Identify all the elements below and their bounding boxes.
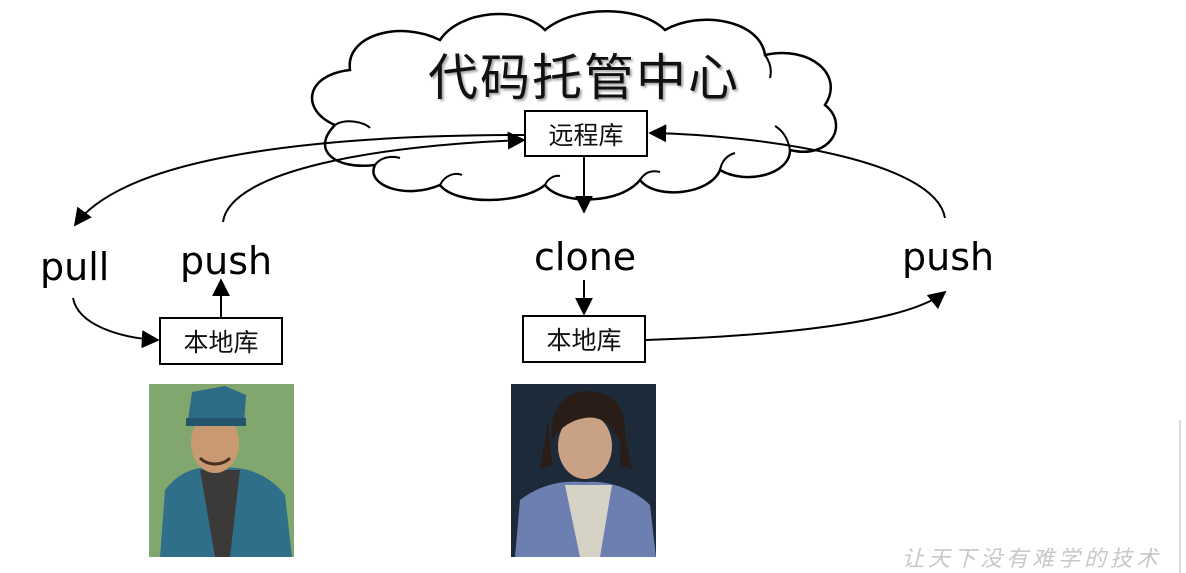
push-arrow-left-top <box>222 131 526 223</box>
pull-arrow-bottom <box>72 297 160 349</box>
remote-repo-label: 远程库 <box>548 120 624 150</box>
clone-label: clone <box>534 235 637 279</box>
local-repo-label-right: 本地库 <box>546 326 622 355</box>
pull-arrow-top <box>73 134 525 227</box>
local-repo-box-right: 本地库 <box>522 315 646 363</box>
push-label-left: push <box>180 239 273 283</box>
pull-label: pull <box>40 245 110 289</box>
push-arrow-right-top <box>648 124 946 219</box>
cloud-title: 代码托管中心 <box>428 49 740 107</box>
left-person-photo <box>149 384 294 557</box>
push-arrow-right-bottom <box>645 290 947 341</box>
push-label-right: push <box>902 235 995 279</box>
local-repo-box-left: 本地库 <box>159 317 283 365</box>
cloud-detail <box>334 54 791 186</box>
remote-repo-box: 远程库 <box>524 110 648 157</box>
local-repo-label-left: 本地库 <box>183 328 259 357</box>
cloud-shape <box>310 10 838 202</box>
right-person-photo <box>511 384 656 557</box>
watermark-text: 让天下没有难学的技术 <box>902 547 1163 572</box>
